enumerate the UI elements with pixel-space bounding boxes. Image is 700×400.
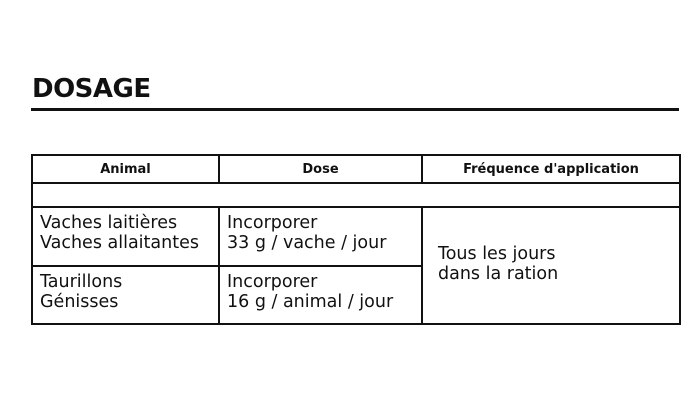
- dose-line: 33 g / vache / jour: [227, 233, 387, 253]
- frequency-cell: Tous les jours dans la ration: [421, 206, 681, 325]
- table-row: Taurillons Génisses Incorporer 16 g / an…: [31, 265, 680, 325]
- animal-line: Génisses: [40, 292, 119, 312]
- header-dose: Dose: [218, 154, 423, 184]
- animal-line: Vaches allaitantes: [40, 233, 199, 253]
- table-row: Vaches laitières Vaches allaitantes Inco…: [31, 206, 681, 325]
- table-spacer-row: [31, 182, 681, 208]
- frequency-line: Tous les jours: [438, 244, 556, 264]
- spacer-cell: [31, 182, 681, 208]
- section-title: DOSAGE: [32, 74, 151, 104]
- animal-line: Taurillons: [40, 272, 123, 292]
- dose-cell: Incorporer 16 g / animal / jour: [218, 265, 423, 325]
- animal-cell: Vaches laitières Vaches allaitantes: [31, 206, 220, 267]
- dose-cell: Incorporer 33 g / vache / jour: [218, 206, 423, 267]
- dose-line: Incorporer: [227, 213, 318, 233]
- dose-line: 16 g / animal / jour: [227, 292, 394, 312]
- header-frequency: Fréquence d'application: [421, 154, 681, 184]
- dosage-table: Animal Dose Fréquence d'application Vach…: [31, 154, 681, 325]
- frequency-line: dans la ration: [438, 264, 559, 284]
- title-underline: [31, 108, 679, 111]
- animal-line: Vaches laitières: [40, 213, 178, 233]
- header-animal: Animal: [31, 154, 220, 184]
- dose-line: Incorporer: [227, 272, 318, 292]
- animal-cell: Taurillons Génisses: [31, 265, 220, 325]
- table-header-row: Animal Dose Fréquence d'application: [31, 154, 681, 184]
